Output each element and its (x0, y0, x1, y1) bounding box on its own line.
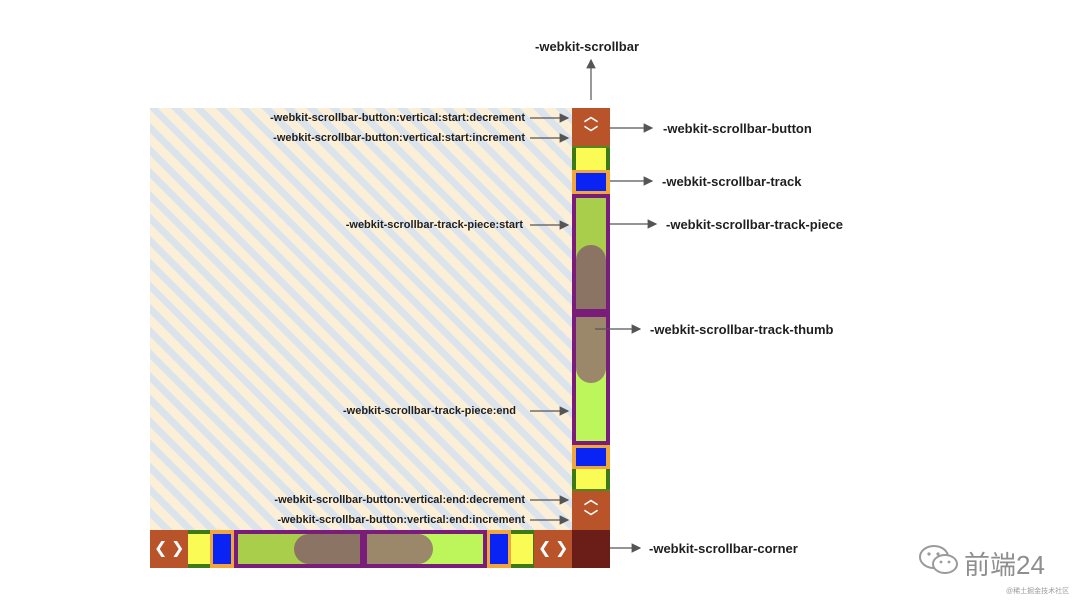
label-button-start-increment: -webkit-scrollbar-button:vertical:start:… (273, 132, 525, 144)
scrollbar-corner (572, 530, 610, 568)
thumb-top-half (576, 245, 606, 309)
scrollbar-background (511, 534, 533, 564)
horizontal-track-piece-end[interactable] (363, 530, 487, 568)
chevron-up-icon: ︿ (584, 492, 598, 508)
track-fill (213, 534, 231, 564)
track-fill (576, 173, 606, 191)
thumb-left-half (294, 534, 360, 564)
chevron-left-icon: ❮ (154, 538, 168, 557)
label-scrollbar-track: -webkit-scrollbar-track (662, 174, 802, 189)
label-scrollbar-track-thumb: -webkit-scrollbar-track-thumb (650, 322, 834, 337)
vertical-end-increment-button[interactable]: ﹀ (572, 510, 610, 530)
watermark-brand: 前端24 (964, 550, 1045, 580)
track-piece-start[interactable] (572, 194, 610, 313)
vertical-start-decrement-button[interactable]: ︿ (572, 108, 610, 127)
watermark-credit: @稀土掘金技术社区 (1006, 588, 1070, 595)
divider (572, 489, 610, 491)
divider (572, 146, 610, 148)
chevron-down-icon: ﹀ (584, 126, 598, 142)
horizontal-end-button[interactable]: ❮ ❯ (534, 530, 572, 568)
chevron-right-icon: ❯ (171, 538, 185, 557)
track-top (572, 170, 610, 194)
chevron-right-icon: ❯ (555, 538, 569, 557)
vertical-scrollbar[interactable]: ︿ ﹀ ︿ ﹀ (572, 108, 610, 530)
label-track-piece-start: -webkit-scrollbar-track-piece:start (345, 219, 523, 231)
label-button-end-increment: -webkit-scrollbar-button:vertical:end:in… (277, 514, 525, 526)
track-right (487, 530, 511, 568)
label-scrollbar: -webkit-scrollbar (535, 39, 640, 54)
wechat-icon (919, 545, 958, 574)
track-fill (576, 448, 606, 466)
chevron-down-icon: ﹀ (584, 510, 598, 526)
scrollbar-background (576, 469, 606, 489)
track-left (210, 530, 234, 568)
label-scrollbar-corner: -webkit-scrollbar-corner (649, 541, 798, 556)
label-scrollbar-track-piece: -webkit-scrollbar-track-piece (666, 217, 844, 232)
horizontal-track-piece-start[interactable] (234, 530, 363, 568)
track-bottom (572, 445, 610, 469)
label-scrollbar-button: -webkit-scrollbar-button (663, 121, 812, 136)
label-track-piece-end: -webkit-scrollbar-track-piece:end (343, 405, 516, 417)
chevron-left-icon: ❮ (538, 538, 552, 557)
track-fill (490, 534, 508, 564)
label-button-start-decrement: -webkit-scrollbar-button:vertical:start:… (270, 112, 525, 124)
vertical-start-increment-button[interactable]: ﹀ (572, 127, 610, 146)
thumb-right-half (367, 534, 433, 564)
scrollbar-background (188, 534, 210, 564)
horizontal-scrollbar[interactable]: ❮ ❯ ❮ ❯ (150, 530, 572, 568)
label-button-end-decrement: -webkit-scrollbar-button:vertical:end:de… (274, 494, 525, 506)
track-piece-end[interactable] (572, 313, 610, 445)
scrollbar-background (576, 148, 606, 170)
horizontal-start-button[interactable]: ❮ ❯ (150, 530, 188, 568)
vertical-end-decrement-button[interactable]: ︿ (572, 491, 610, 510)
chevron-up-icon: ︿ (584, 109, 598, 125)
content-area (150, 108, 572, 530)
thumb-bottom-half (576, 317, 606, 383)
